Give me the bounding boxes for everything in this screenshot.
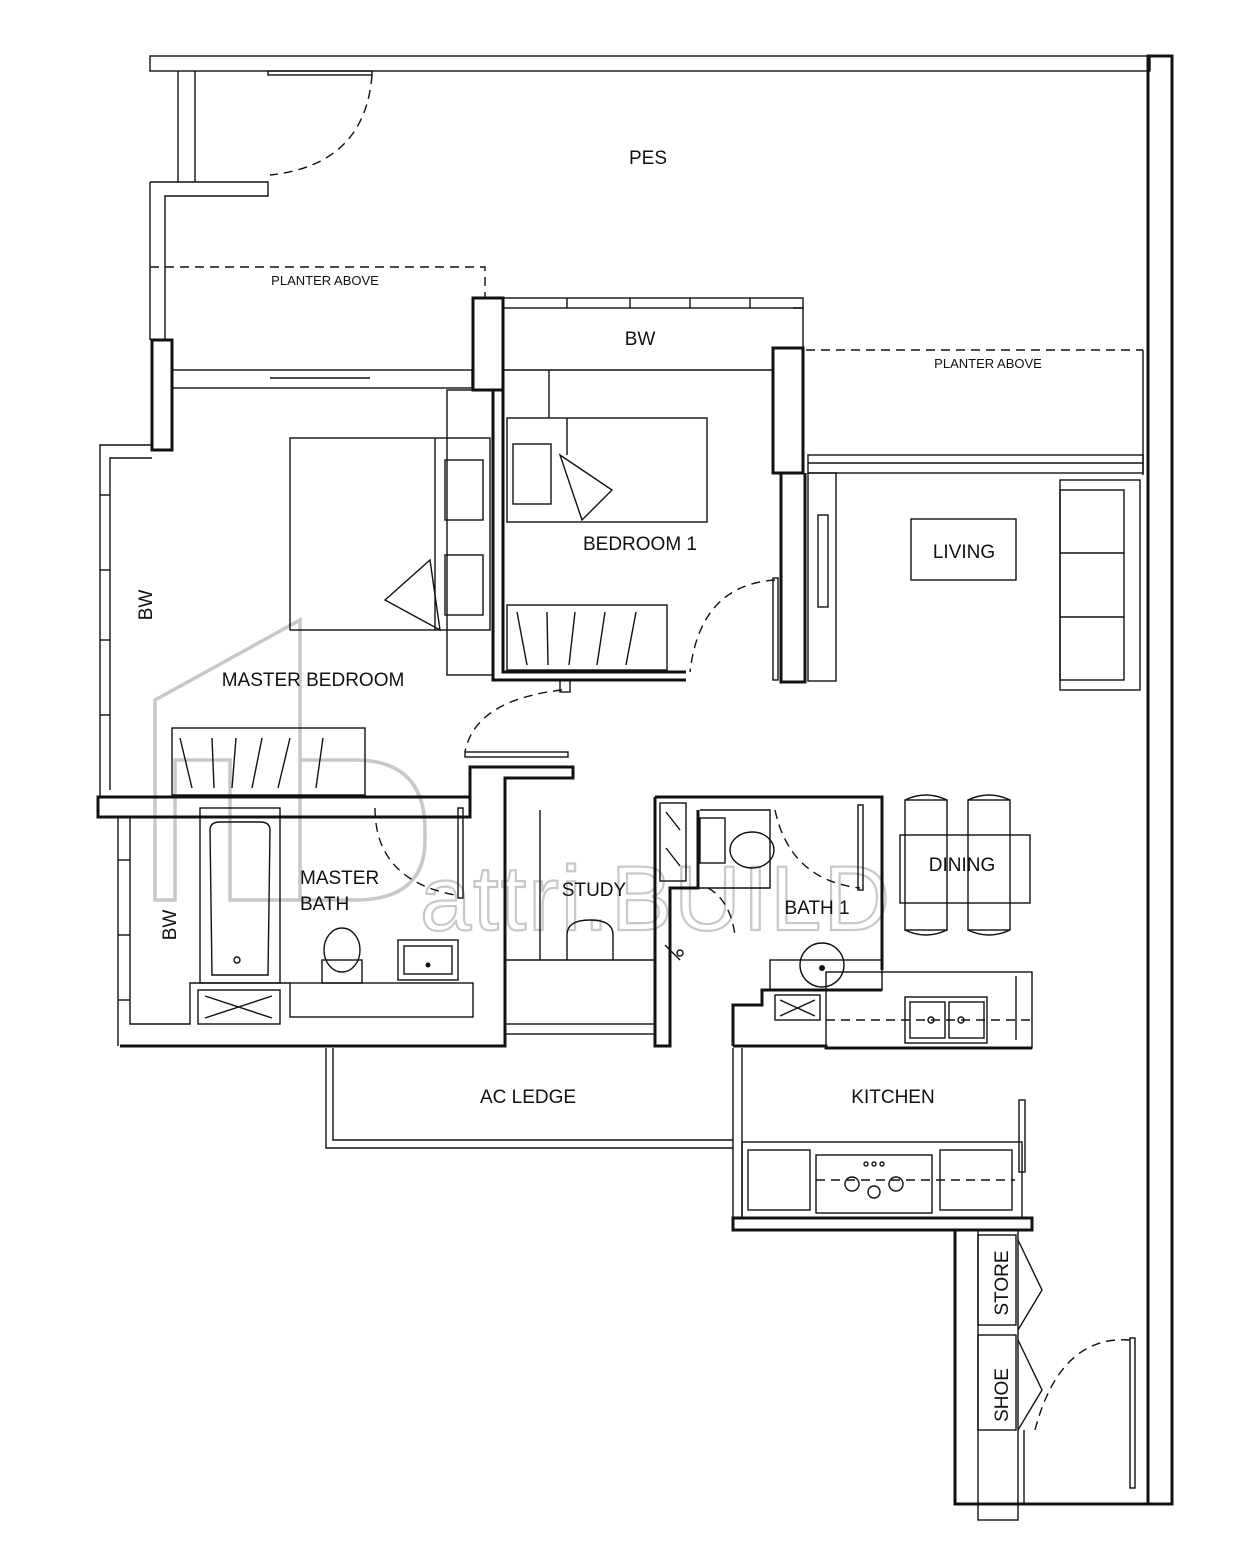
master-bedroom-walls	[99, 338, 571, 797]
label-bw-left: BW	[136, 590, 157, 621]
room-labels: PES PLANTER ABOVE PLANTER ABOVE BW BW BW…	[136, 148, 1042, 1422]
label-store: STORE	[992, 1250, 1013, 1315]
label-master-bedroom: MASTER BEDROOM	[222, 670, 405, 691]
living-dining	[807, 454, 1144, 936]
label-planter-left: PLANTER ABOVE	[271, 273, 379, 288]
label-bw-lower: BW	[160, 910, 181, 941]
master-bath-walls	[96, 765, 575, 1048]
label-master-bath-line1: MASTER	[300, 868, 379, 889]
label-ac-ledge: AC LEDGE	[480, 1087, 576, 1108]
label-shoe: SHOE	[992, 1368, 1013, 1422]
label-planter-right: PLANTER ABOVE	[934, 356, 1042, 371]
outer-walls	[149, 54, 1174, 1506]
label-living: LIVING	[933, 542, 995, 563]
label-master-bath-line2: BATH	[300, 894, 349, 915]
label-bath1: BATH 1	[784, 898, 849, 919]
kitchen-walls	[325, 971, 1034, 1232]
label-bedroom1: BEDROOM 1	[583, 534, 697, 555]
living-label-box	[910, 518, 1017, 581]
label-bw-top: BW	[625, 329, 656, 350]
bedroom1-walls	[471, 296, 807, 684]
label-dining: DINING	[929, 855, 996, 876]
label-study: STUDY	[562, 880, 627, 901]
label-kitchen: KITCHEN	[851, 1087, 934, 1108]
entrance-walls	[953, 1229, 1148, 1521]
label-pes: PES	[629, 148, 667, 169]
bath1-walls	[653, 795, 884, 1048]
